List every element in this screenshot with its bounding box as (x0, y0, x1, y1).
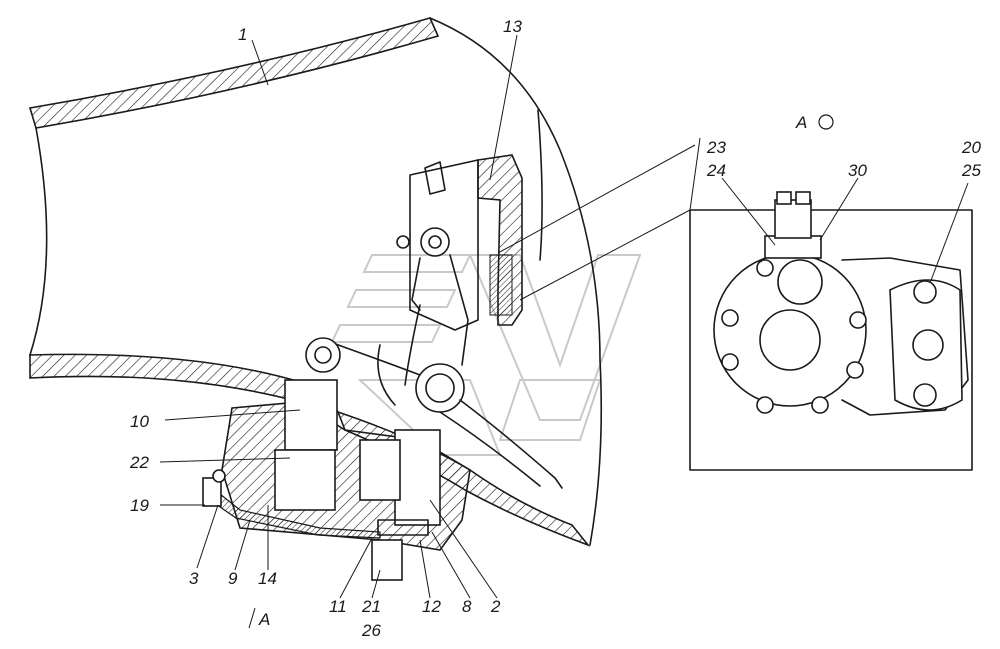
callout-3: 3 (189, 569, 199, 588)
leader-lines (159, 34, 969, 629)
callout-21: 21 (361, 597, 381, 616)
callout-13: 13 (503, 17, 522, 36)
callout-23: 23 (706, 138, 726, 157)
callout-8: 8 (462, 597, 472, 616)
callout-30: 30 (848, 161, 867, 180)
callout-26: 26 (361, 621, 381, 640)
view-a-rotation-icon (818, 114, 834, 130)
callout-11: 11 (329, 597, 347, 616)
callout-19: 19 (130, 496, 149, 515)
callout-22: 22 (129, 453, 149, 472)
callout-25: 25 (961, 161, 981, 180)
part-13-bracket (409, 154, 523, 331)
callout-20: 20 (961, 138, 981, 157)
callout-10: 10 (130, 412, 149, 431)
callout-14: 14 (258, 569, 277, 588)
master-cylinder-housing (202, 379, 471, 581)
callout-24: 24 (706, 161, 726, 180)
view-a-inset (497, 137, 973, 471)
view-a-label: A (795, 113, 807, 132)
section-a-label: A (258, 610, 270, 629)
callout-1: 1 (238, 25, 247, 44)
pedal-arm (305, 227, 563, 489)
callout-labels: 1 13 23 24 30 20 25 A 10 22 19 3 9 14 11… (129, 17, 981, 640)
callout-12: 12 (422, 597, 441, 616)
callout-9: 9 (228, 569, 238, 588)
callout-2: 2 (490, 597, 501, 616)
